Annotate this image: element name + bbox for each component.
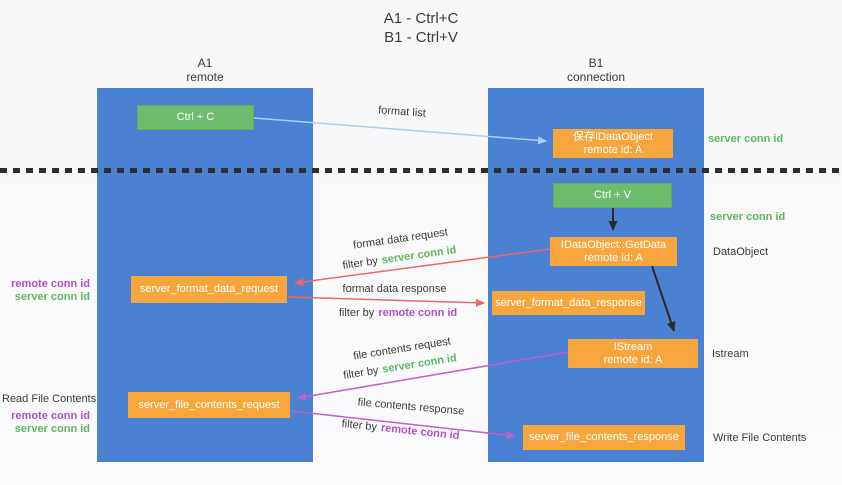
istream-line2: remote id: A	[603, 353, 663, 366]
format-response-label: server_format_data_response	[495, 296, 642, 309]
filter-remote-conn-id-1: remote conn id	[378, 307, 458, 319]
save-dataobject-node: 保存IDataObject remote id: A	[553, 129, 673, 158]
istream-line1: IStream	[613, 340, 653, 353]
server-conn-id-annotation-top: server conn id	[708, 133, 784, 145]
istream-annotation: Istream	[712, 348, 749, 360]
conn-id-annotation-left-top: remote conn id server conn id	[4, 278, 90, 304]
server-file-contents-request-node: server_file_contents_request	[128, 392, 290, 418]
format-request-label: server_format_data_request	[139, 283, 279, 295]
format-data-response-arrow	[287, 296, 485, 307]
ctrl-v-label: Ctrl + V	[594, 189, 631, 201]
file-contents-request-arrow	[297, 351, 569, 401]
diagram-title: A1 - Ctrl+C B1 - Ctrl+V	[0, 9, 842, 47]
idataobject-getdata-node: IDataObject::GetData remote id: A	[550, 237, 677, 266]
ctrl-v-node: Ctrl + V	[553, 183, 672, 208]
file-contents-response-arrow	[290, 410, 516, 440]
column-a1-sublabel: remote	[186, 70, 224, 84]
file-response-label: server_file_contents_response	[529, 431, 679, 443]
ctrl-c-node: Ctrl + C	[137, 105, 254, 130]
save-dataobject-line1: 保存IDataObject	[572, 130, 654, 143]
remote-conn-id-annotation-2: remote conn id	[11, 410, 90, 422]
conn-id-annotation-left-bottom: remote conn id server conn id	[4, 410, 90, 436]
read-file-contents-annotation: Read File Contents	[2, 393, 97, 405]
server-conn-id-annotation-left-2: server conn id	[14, 423, 90, 435]
column-header-a1: A1 remote	[97, 56, 313, 84]
getdata-line2: remote id: A	[584, 251, 643, 264]
filter-by-prefix-2: filter by	[338, 307, 375, 319]
write-file-contents-annotation: Write File Contents	[713, 432, 807, 444]
getdata-line1: IDataObject::GetData	[560, 238, 667, 251]
file-request-label: server_file_contents_request	[138, 398, 280, 411]
title-line-1: A1 - Ctrl+C	[383, 10, 459, 27]
remote-conn-id-annotation-1: remote conn id	[11, 278, 90, 290]
server-format-data-request-node: server_format_data_request	[131, 276, 287, 303]
format-list-arrow	[253, 117, 547, 145]
format-data-request-arrow	[294, 248, 551, 286]
istream-node: IStream remote id: A	[568, 339, 698, 368]
format-data-response-label: format data response	[342, 283, 447, 295]
column-b1-label: B1	[588, 56, 604, 70]
dataobject-annotation: DataObject	[713, 246, 769, 258]
server-file-contents-response-node: server_file_contents_response	[523, 425, 685, 450]
save-dataobject-line2: remote id: A	[583, 143, 643, 156]
column-b1-sublabel: connection	[566, 70, 626, 84]
dashed-separator-line	[0, 168, 842, 173]
title-line-2: B1 - Ctrl+V	[384, 29, 458, 46]
server-conn-id-annotation-left-1: server conn id	[14, 291, 90, 303]
getdata-to-istream-arrow	[651, 265, 676, 332]
server-format-data-response-node: server_format_data_response	[492, 291, 645, 315]
column-a1-label: A1	[197, 56, 213, 70]
server-conn-id-annotation-mid: server conn id	[710, 211, 786, 223]
column-header-b1: B1 connection	[488, 56, 704, 84]
ctrl-c-label: Ctrl + C	[176, 111, 215, 123]
